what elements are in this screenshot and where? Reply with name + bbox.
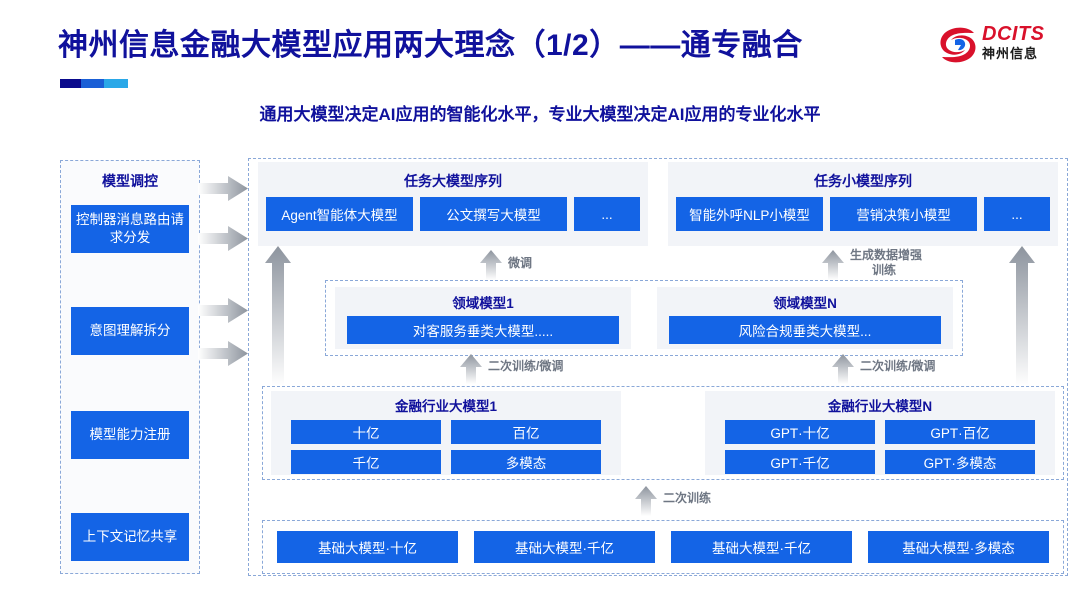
page-title: 神州信息金融大模型应用两大理念（1/2）——通专融合 — [58, 29, 803, 62]
chip-gpt-multimodal[interactable]: GPT·多模态 — [885, 450, 1035, 474]
right-arrow-icon-4 — [198, 341, 248, 366]
chip-customer-service-vertical-model[interactable]: 对客服务垂类大模型..... — [347, 316, 619, 344]
foundation-model-row: 基础大模型·十亿 基础大模型·千亿 基础大模型·千亿 基础大模型·多模态 — [263, 521, 1063, 573]
chip-marketing-decision-model[interactable]: 营销决策小模型 — [830, 197, 977, 231]
chip-doc-writing-model[interactable]: 公文撰写大模型 — [420, 197, 567, 231]
up-arrow-icon-finetune-left — [480, 250, 502, 280]
accent-bar — [60, 79, 128, 88]
task-small-model-panel: 任务小模型序列 智能外呼NLP小模型 营销决策小模型 ... — [668, 162, 1058, 246]
arrow-label-finetune-left: 微调 — [508, 256, 533, 270]
domain-model-band: 领域模型1 对客服务垂类大模型..... 领域模型N 风险合规垂类大模型... — [325, 280, 963, 356]
arrow-label-retrain-finetune-left: 二次训练/微调 — [488, 359, 564, 373]
industry-model-band: 金融行业大模型1 十亿 百亿 千亿 多模态 金融行业大模型N GPT·十亿 GP… — [262, 386, 1064, 480]
main-architecture-panel — [248, 158, 1068, 576]
right-arrow-icon-1 — [198, 176, 248, 201]
industry-model-n-box: 金融行业大模型N GPT·十亿 GPT·百亿 GPT·千亿 GPT·多模态 — [705, 391, 1055, 475]
industry-model-1-grid: 十亿 百亿 千亿 多模态 — [271, 415, 621, 474]
chip-gpt-hundred-billion[interactable]: GPT·千亿 — [725, 450, 875, 474]
task-large-model-chip-row: Agent智能体大模型 公文撰写大模型 ... — [258, 191, 648, 231]
chip-agent-large-model[interactable]: Agent智能体大模型 — [266, 197, 413, 231]
industry-model-n-title: 金融行业大模型N — [827, 399, 933, 414]
page-header: 神州信息金融大模型应用两大理念（1/2）——通专融合 通用大模型决定AI应用的智… — [0, 0, 1080, 140]
right-arrow-icon-2 — [198, 226, 248, 251]
chip-hundred-billion[interactable]: 千亿 — [291, 450, 441, 474]
right-arrow-icon-3 — [198, 298, 248, 323]
sidebar-item-capability-registry[interactable]: 模型能力注册 — [71, 411, 189, 459]
up-arrow-icon-retrain-base — [635, 486, 657, 516]
chip-gpt-billion[interactable]: GPT·十亿 — [725, 420, 875, 444]
industry-model-n-grid: GPT·十亿 GPT·百亿 GPT·千亿 GPT·多模态 — [705, 415, 1055, 474]
domain-model-n-box: 领域模型N 风险合规垂类大模型... — [657, 287, 953, 349]
chip-ten-billion[interactable]: 百亿 — [451, 420, 601, 444]
task-large-model-title: 任务大模型序列 — [404, 173, 502, 189]
up-arrow-icon-tall-right — [1009, 246, 1035, 386]
arrow-label-retrain-base: 二次训练 — [663, 491, 712, 505]
sidebar-item-context-memory[interactable]: 上下文记忆共享 — [71, 513, 189, 561]
dcits-swirl-icon — [940, 27, 976, 63]
arrow-label-gen-data-aug-line2: 训练 — [872, 263, 897, 277]
task-small-model-chip-row: 智能外呼NLP小模型 营销决策小模型 ... — [668, 191, 1058, 231]
logo-wordmark: DCITS 神州信息 — [982, 24, 1064, 62]
task-large-model-panel: 任务大模型序列 Agent智能体大模型 公文撰写大模型 ... — [258, 162, 648, 246]
accent-segment-2 — [81, 79, 104, 88]
chip-foundation-multimodal[interactable]: 基础大模型·多模态 — [868, 531, 1049, 563]
chip-billion[interactable]: 十亿 — [291, 420, 441, 444]
model-control-sidebar: 模型调控 控制器消息路由请求分发 意图理解拆分 模型能力注册 上下文记忆共享 — [60, 160, 200, 574]
industry-model-1-box: 金融行业大模型1 十亿 百亿 千亿 多模态 — [271, 391, 621, 475]
arrow-label-retrain-finetune-right: 二次训练/微调 — [860, 359, 936, 373]
chip-gpt-ten-billion[interactable]: GPT·百亿 — [885, 420, 1035, 444]
chip-multimodal[interactable]: 多模态 — [451, 450, 601, 474]
chip-foundation-trillion-2[interactable]: 基础大模型·千亿 — [671, 531, 852, 563]
logo-en-text: DCITS — [982, 23, 1045, 45]
sidebar-item-controller-routing[interactable]: 控制器消息路由请求分发 — [71, 205, 189, 253]
page-subtitle: 通用大模型决定AI应用的智能化水平，专业大模型决定AI应用的专业化水平 — [259, 105, 821, 124]
up-arrow-icon-retrain-right — [832, 354, 854, 384]
chip-risk-compliance-vertical-model[interactable]: 风险合规垂类大模型... — [669, 316, 941, 344]
domain-model-1-box: 领域模型1 对客服务垂类大模型..... — [335, 287, 631, 349]
chip-foundation-trillion-1[interactable]: 基础大模型·千亿 — [474, 531, 655, 563]
arrow-label-gen-data-aug-line1: 生成数据增强 — [850, 248, 923, 262]
sidebar-item-intent-parsing[interactable]: 意图理解拆分 — [71, 307, 189, 355]
chip-more-tasks-small[interactable]: ... — [984, 197, 1050, 231]
logo-cn-text: 神州信息 — [982, 46, 1039, 61]
sidebar-title: 模型调控 — [102, 173, 158, 189]
up-arrow-icon-retrain-left — [460, 354, 482, 384]
domain-model-1-title: 领域模型1 — [452, 296, 514, 311]
accent-segment-3 — [104, 79, 128, 88]
foundation-model-band: 基础大模型·十亿 基础大模型·千亿 基础大模型·千亿 基础大模型·多模态 — [262, 520, 1064, 574]
industry-model-1-title: 金融行业大模型1 — [394, 399, 497, 414]
chip-outbound-nlp-model[interactable]: 智能外呼NLP小模型 — [676, 197, 823, 231]
up-arrow-icon-gen-data-aug — [822, 250, 844, 280]
task-small-model-title: 任务小模型序列 — [814, 173, 912, 189]
up-arrow-icon-tall-left — [265, 246, 291, 386]
chip-foundation-billion[interactable]: 基础大模型·十亿 — [277, 531, 458, 563]
domain-model-n-title: 领域模型N — [773, 296, 837, 311]
chip-more-tasks-large[interactable]: ... — [574, 197, 640, 231]
accent-segment-1 — [60, 79, 81, 88]
company-logo: DCITS 神州信息 — [938, 22, 1062, 72]
